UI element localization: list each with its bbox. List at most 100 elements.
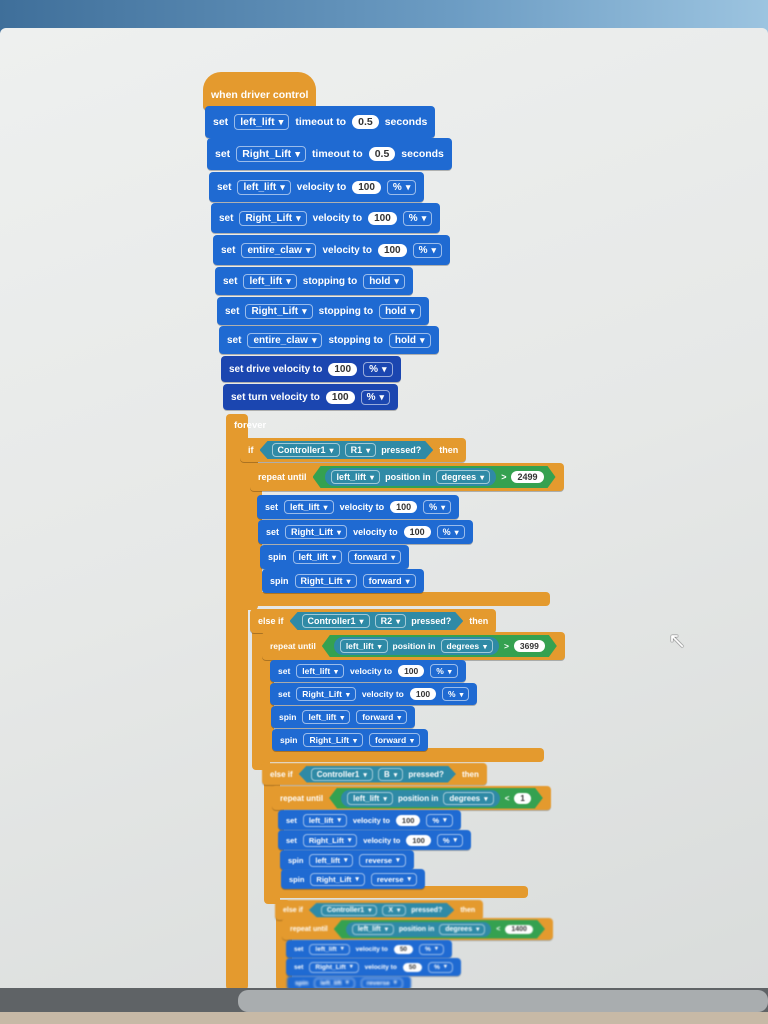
block-control[interactable]: else ifController1Xpressed?then	[275, 900, 484, 920]
dropdown-degrees[interactable]: degrees	[436, 470, 491, 484]
dropdown-hold[interactable]: hold	[379, 303, 421, 319]
dropdown-left-lift[interactable]: left_lift	[347, 792, 393, 805]
number-input[interactable]: 100	[406, 834, 431, 846]
number-input[interactable]: 0.5	[352, 115, 379, 129]
number-input[interactable]: 1	[514, 793, 530, 804]
number-input[interactable]: 100	[395, 814, 421, 826]
block-control[interactable]: else ifController1Bpressed?then	[262, 763, 487, 785]
dropdown--[interactable]: %	[436, 833, 463, 847]
dropdown-controller1[interactable]: Controller1	[311, 768, 373, 781]
dropdown--[interactable]: %	[386, 179, 417, 195]
dropdown-controller1[interactable]: Controller1	[272, 443, 340, 457]
pressed-condition[interactable]: Controller1Xpressed?	[309, 903, 454, 918]
pressed-condition[interactable]: Controller1R2pressed?	[290, 612, 464, 630]
number-input[interactable]: 100	[325, 390, 355, 404]
dropdown-controller1[interactable]: Controller1	[302, 614, 370, 628]
dropdown-right-lift[interactable]: Right_Lift	[302, 833, 358, 847]
dropdown-r1[interactable]: R1	[345, 443, 377, 457]
number-input[interactable]: 100	[377, 243, 407, 257]
dropdown-b[interactable]: B	[378, 768, 403, 781]
dropdown--[interactable]: %	[363, 361, 393, 377]
dropdown-reverse[interactable]: reverse	[359, 853, 406, 867]
dropdown--[interactable]: %	[412, 242, 443, 258]
dropdown-forward[interactable]: forward	[356, 710, 408, 724]
dropdown-left-lift[interactable]: left_lift	[237, 179, 291, 195]
dropdown-hold[interactable]: hold	[363, 273, 405, 289]
dropdown-forward[interactable]: forward	[362, 574, 416, 588]
dropdown-right-lift[interactable]: Right_Lift	[239, 210, 307, 226]
dropdown-left-lift[interactable]: left_lift	[292, 550, 343, 564]
dropdown-reverse[interactable]: reverse	[370, 872, 417, 886]
dropdown-x[interactable]: X	[382, 905, 406, 916]
dropdown-degrees[interactable]: degrees	[439, 924, 485, 935]
block-hat[interactable]: when driver control	[203, 72, 317, 110]
dropdown-entire-claw[interactable]: entire_claw	[241, 242, 317, 258]
number-input[interactable]: 100	[368, 211, 397, 225]
dropdown--[interactable]: %	[428, 961, 453, 973]
pressed-condition[interactable]: Controller1R1pressed?	[260, 441, 434, 459]
number-input[interactable]: 3699	[514, 640, 545, 652]
number-input[interactable]: 100	[398, 665, 425, 677]
dropdown-right-lift[interactable]: Right_Lift	[294, 574, 357, 588]
pressed-condition[interactable]: Controller1Bpressed?	[299, 766, 456, 783]
number-input[interactable]: 0.5	[368, 147, 396, 161]
block-control[interactable]: ifController1R1pressed?then	[240, 438, 467, 462]
number-input[interactable]: 100	[352, 180, 381, 194]
dropdown-controller1[interactable]: Controller1	[321, 905, 378, 916]
dropdown-left-lift[interactable]: left_lift	[331, 470, 381, 484]
dropdown-left-lift[interactable]: left_lift	[302, 710, 351, 724]
dropdown-forward[interactable]: forward	[369, 733, 421, 747]
dropdown-degrees[interactable]: degrees	[441, 639, 493, 653]
dropdown-right-lift[interactable]: Right_Lift	[303, 733, 363, 747]
dropdown-left-lift[interactable]: left_lift	[302, 813, 347, 827]
number-input[interactable]: 100	[390, 501, 418, 513]
dropdown-reverse[interactable]: reverse	[360, 977, 403, 989]
dropdown-hold[interactable]: hold	[388, 332, 431, 348]
dropdown--[interactable]: %	[426, 813, 453, 827]
dropdown-left-lift[interactable]: left_lift	[234, 114, 290, 130]
block-label[interactable]: forever	[226, 414, 274, 436]
dropdown-left-lift[interactable]: left_lift	[284, 500, 334, 514]
dropdown-right-lift[interactable]: Right_Lift	[285, 525, 348, 539]
number-input[interactable]: 50	[393, 944, 414, 954]
dropdown-left-lift[interactable]: left_lift	[309, 853, 354, 867]
dropdown-left-lift[interactable]: left_lift	[340, 639, 388, 653]
dropdown-left-lift[interactable]: left_lift	[296, 664, 345, 678]
dropdown-right-lift[interactable]: Right_Lift	[309, 961, 359, 973]
dropdown-left-lift[interactable]: left_lift	[243, 273, 297, 289]
dropdown-forward[interactable]: forward	[348, 550, 402, 564]
dropdown-degrees[interactable]: degrees	[443, 792, 493, 805]
dropdown--[interactable]: %	[360, 389, 391, 405]
block-control[interactable]: else ifController1R2pressed?then	[250, 609, 497, 633]
number-input[interactable]: 50	[402, 962, 423, 972]
horizontal-scrollbar[interactable]	[238, 990, 768, 1012]
number-input[interactable]: 2499	[511, 471, 543, 483]
dropdown-left-lift[interactable]: left_lift	[352, 924, 394, 935]
dropdown--[interactable]: %	[442, 687, 470, 701]
